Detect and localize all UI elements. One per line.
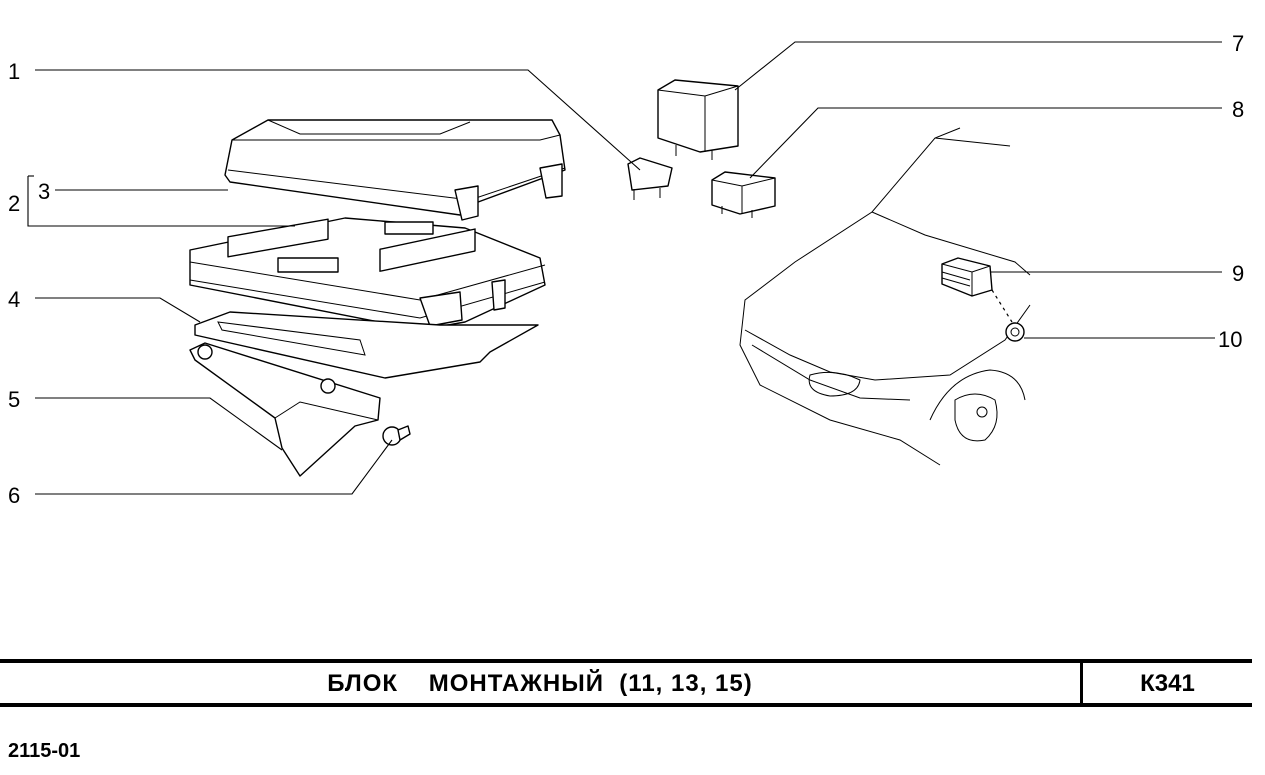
mounting-bracket bbox=[189, 342, 381, 477]
callout-7: 7 bbox=[1232, 31, 1244, 56]
parts-diagram: 1 2 3 4 5 6 7 8 9 10 bbox=[8, 31, 1244, 508]
diagram-title: БЛОК МОНТАЖНЫЙ (11, 13, 15) bbox=[327, 670, 753, 697]
callout-10: 10 bbox=[1218, 327, 1242, 352]
model-number: 2115-01 bbox=[8, 740, 81, 762]
fuse-box-cover bbox=[224, 119, 566, 221]
relay-connector bbox=[941, 257, 993, 297]
callout-4: 4 bbox=[8, 287, 20, 312]
fuse bbox=[627, 157, 673, 200]
mounting-block-base bbox=[189, 217, 546, 331]
mounting-plate bbox=[194, 311, 539, 379]
title-divider bbox=[1080, 663, 1083, 703]
callout-2: 2 bbox=[8, 191, 20, 216]
callout-6: 6 bbox=[8, 483, 20, 508]
nut bbox=[1005, 322, 1025, 342]
relay-small bbox=[711, 171, 776, 218]
car-front bbox=[739, 127, 1031, 466]
callout-9: 9 bbox=[1232, 261, 1244, 286]
callout-8: 8 bbox=[1232, 97, 1244, 122]
catalog-code: К341 bbox=[1140, 670, 1195, 697]
leader-lines bbox=[27, 41, 1222, 495]
connector-dashed-line bbox=[991, 289, 1013, 323]
callout-5: 5 bbox=[8, 387, 20, 412]
callout-1: 1 bbox=[8, 59, 20, 84]
diagram-canvas: 1 2 3 4 5 6 7 8 9 10 bbox=[8, 31, 1244, 508]
screw bbox=[382, 425, 411, 446]
callout-3: 3 bbox=[38, 179, 50, 204]
relay-large bbox=[657, 79, 739, 160]
title-block: БЛОК МОНТАЖНЫЙ (11, 13, 15) К341 bbox=[0, 659, 1252, 707]
